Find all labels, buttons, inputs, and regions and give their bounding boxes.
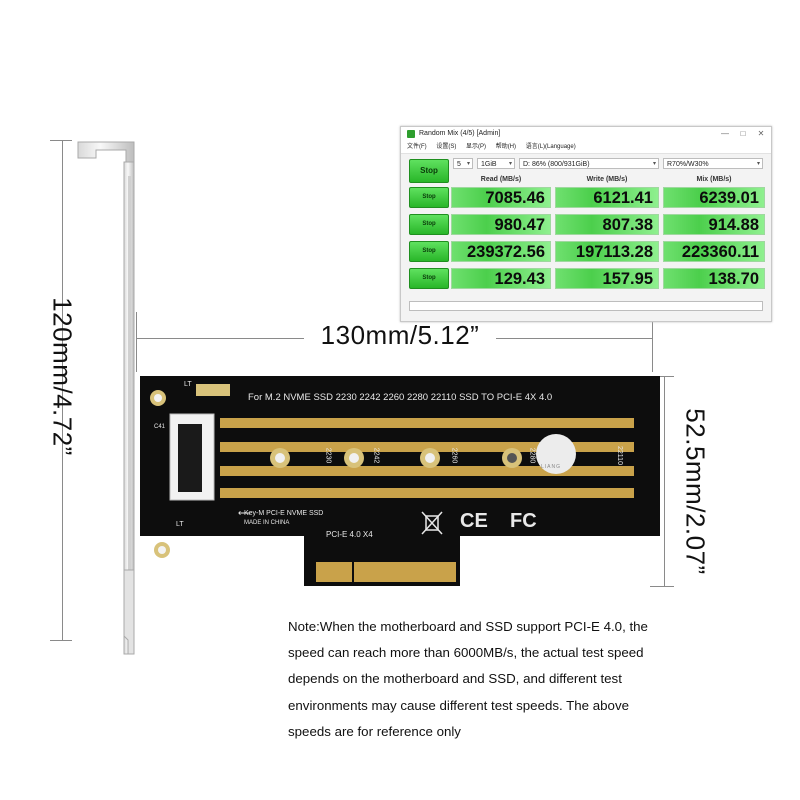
pcb-silk-lt-bottom: LT — [176, 521, 184, 528]
m2-adapter-pcb — [140, 376, 660, 586]
dim-line-pcb-height — [664, 376, 665, 586]
menu-file[interactable]: 文件(F) — [407, 144, 427, 150]
menu-help[interactable]: 帮助(H) — [495, 144, 517, 150]
column-header-read: Read (MB/s) — [480, 176, 522, 183]
size-mark-label: 22110 — [615, 446, 623, 465]
menu-bar: 文件(F) 设置(S) 显示(P) 帮助(H) 语言(L)(Language) — [401, 141, 771, 154]
dim-line-height — [62, 140, 63, 640]
row-stop-button[interactable]: Stop — [409, 214, 449, 235]
ce-mark: CE — [460, 510, 488, 532]
pcb-silk-c: C41 — [154, 424, 166, 430]
size-mark-label: 2230 — [324, 447, 332, 464]
menu-settings[interactable]: 设置(S) — [436, 144, 457, 150]
mix-ratio-select[interactable]: R70%/W30% ▾ — [663, 158, 763, 169]
weee-icon — [421, 511, 443, 535]
test-count-value: 5 — [457, 161, 461, 168]
brand-logo-letters: LIANG — [541, 464, 562, 470]
read-value: 980.47 — [451, 214, 551, 235]
column-header-write: Write (MB/s) — [586, 176, 628, 183]
note-line: Note:When the motherboard and SSD suppor… — [288, 619, 648, 634]
note-line: depends on the motherboard and SSD, and … — [288, 671, 622, 687]
chevron-down-icon: ▾ — [508, 161, 512, 167]
column-header-mix: Mix (MB/s) — [696, 176, 732, 183]
brand-logo — [536, 434, 576, 474]
chevron-down-icon: ▾ — [756, 161, 760, 167]
pcb-height-dimension-label: 52.5mm/2.07” — [680, 408, 711, 575]
run-all-stop-button[interactable]: Stop — [409, 159, 449, 183]
chevron-down-icon: ▾ — [466, 161, 470, 167]
arrow-left-icon: ⟵ — [238, 508, 251, 518]
test-size-select[interactable]: 1GiB ▾ — [477, 158, 515, 169]
dim-line-width-b — [496, 338, 652, 339]
size-mark-label: 2280 — [528, 447, 536, 464]
test-count-select[interactable]: 5 ▾ — [453, 158, 473, 169]
width-dimension-label: 130mm/5.12” — [320, 320, 480, 350]
pcie-bracket — [77, 141, 135, 655]
size-mark-label: 2242 — [372, 447, 380, 464]
write-value: 807.38 — [555, 214, 659, 235]
mix-value: 6239.01 — [663, 187, 765, 208]
mix-value: 138.70 — [663, 268, 765, 289]
menu-language[interactable]: 语言(L)(Language) — [525, 144, 576, 150]
row-stop-button[interactable]: Stop — [409, 268, 449, 289]
close-icon[interactable]: ✕ — [757, 129, 765, 138]
dim-tick-width-right — [652, 312, 653, 372]
pcb-heading: For M.2 NVME SSD 2230 2242 2260 2280 221… — [248, 392, 553, 403]
dim-tick-bottom-right — [650, 586, 674, 587]
row-stop-button[interactable]: Stop — [409, 241, 449, 262]
mix-value: 223360.11 — [663, 241, 765, 262]
maximize-icon[interactable]: □ — [740, 129, 746, 138]
window-title: Random Mix (4/5) [Admin] — [419, 130, 501, 137]
pcb-silk-lt-top: LT — [184, 381, 192, 388]
dim-tick-top-left — [50, 140, 72, 141]
pcb-made-in: MADE IN CHINA — [244, 520, 290, 526]
dim-tick-bottom-left — [50, 640, 72, 641]
write-value: 197113.28 — [555, 241, 659, 262]
test-size-value: 1GiB — [481, 161, 497, 168]
gold-edge-connector — [316, 562, 456, 582]
drive-select[interactable]: D: 86% (800/931GiB) ▾ — [519, 158, 659, 169]
drive-value: D: 86% (800/931GiB) — [523, 161, 590, 168]
pcb-interface-label: PCI-E 4.0 X4 — [326, 530, 373, 539]
note-line: speeds are for reference only — [288, 723, 461, 739]
menu-view[interactable]: 显示(P) — [466, 144, 487, 150]
benchmark-window: Random Mix (4/5) [Admin] — □ ✕ 文件(F) 设置(… — [400, 126, 772, 322]
note-line: speed can reach more than 6000MB/s, the … — [288, 645, 644, 661]
app-icon — [407, 130, 415, 138]
dim-tick-top-right — [650, 376, 674, 377]
read-value: 129.43 — [451, 268, 551, 289]
fc-mark: FC — [510, 510, 537, 532]
write-value: 157.95 — [555, 268, 659, 289]
note-line: environments may cause different test sp… — [288, 697, 629, 713]
mix-value: 914.88 — [663, 214, 765, 235]
speed-note: Note:When the motherboard and SSD suppor… — [288, 614, 718, 745]
read-value: 239372.56 — [451, 241, 551, 262]
chevron-down-icon: ▾ — [652, 161, 656, 167]
pcb-key-label: Key-M PCI-E NVME SSD — [244, 510, 324, 517]
row-stop-button[interactable]: Stop — [409, 187, 449, 208]
mix-ratio-value: R70%/W30% — [667, 161, 709, 168]
size-mark-label: 2260 — [450, 447, 458, 464]
title-bar: Random Mix (4/5) [Admin] — □ ✕ — [401, 127, 771, 141]
read-value: 7085.46 — [451, 187, 551, 208]
write-value: 6121.41 — [555, 187, 659, 208]
height-dimension-label: 120mm/4.72” — [47, 297, 78, 456]
comment-input[interactable] — [409, 301, 763, 311]
minimize-icon[interactable]: — — [721, 129, 729, 138]
dim-line-width-a — [136, 338, 304, 339]
dim-tick-width-left — [136, 312, 137, 372]
